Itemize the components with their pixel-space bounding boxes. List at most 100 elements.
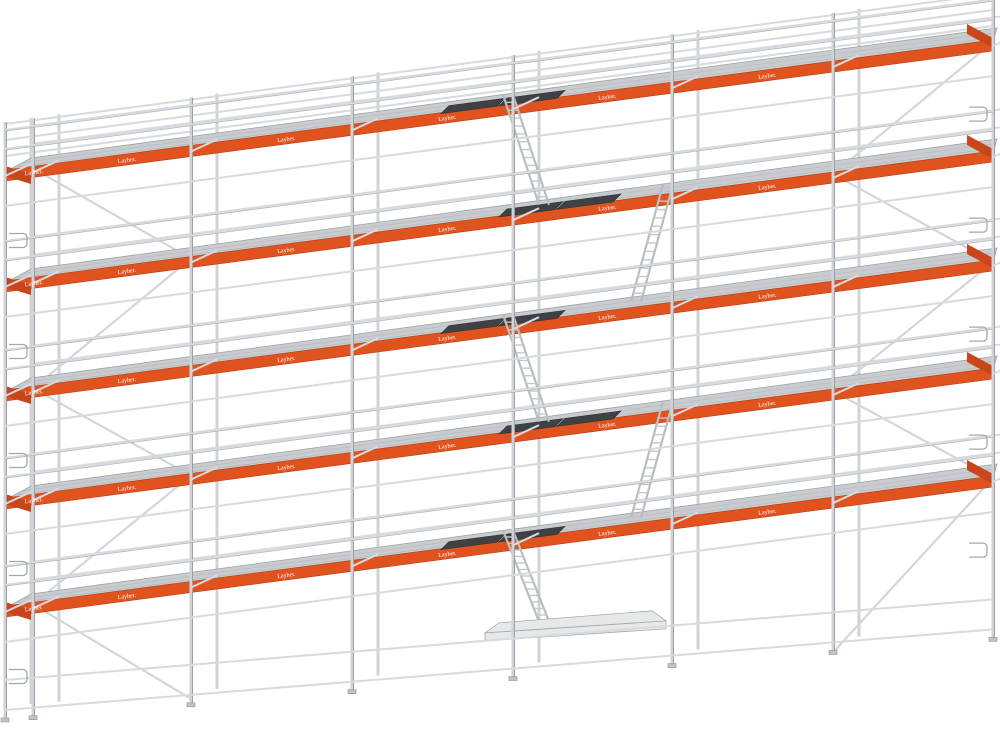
frame-handle <box>969 542 988 558</box>
transom <box>351 337 379 352</box>
brand-label: Layher. <box>277 572 296 580</box>
transom <box>992 261 1000 267</box>
brand-label: Layher. <box>598 94 617 102</box>
transom <box>351 445 379 460</box>
base-jack <box>347 689 357 694</box>
front-guard-rail <box>4 346 994 478</box>
frame-handle <box>969 434 988 450</box>
toe-board-end <box>5 166 31 184</box>
brand-label: Layher. <box>277 247 296 255</box>
diagonal-brace <box>832 390 994 479</box>
transom <box>832 274 860 288</box>
base-jack <box>828 650 838 655</box>
front-guard-rail-edge <box>4 220 994 352</box>
base-jack <box>28 715 38 721</box>
transom <box>32 595 60 610</box>
brand-label: Layher. <box>598 530 617 538</box>
transom <box>671 186 699 201</box>
brand-label: Layher. <box>24 280 43 288</box>
transom <box>832 165 860 179</box>
ledger <box>4 186 994 318</box>
base-platform <box>483 610 668 634</box>
brand-label: Layher. <box>598 205 617 213</box>
transom <box>512 96 540 111</box>
brand-labels: Layher. Layher. Layher. Layher. Layher. Layhe… <box>24 72 777 613</box>
transom <box>992 41 1000 47</box>
toe-board-end <box>5 277 31 295</box>
transom <box>351 553 379 568</box>
front-guard-rail <box>4 110 994 242</box>
ground-ledger <box>4 598 994 681</box>
front-guard-rail-edge <box>4 130 994 262</box>
brand-label: Layher. <box>24 605 43 613</box>
transom <box>512 316 540 331</box>
brand-label: Layher. <box>24 169 43 177</box>
frame-handle <box>9 668 28 685</box>
brand-label: Layher. <box>758 508 777 516</box>
ledger <box>4 403 994 535</box>
transom <box>351 228 379 243</box>
brand-label: Layher. <box>758 183 777 191</box>
brand-label: Layher. <box>438 335 457 343</box>
brand-label: Layher. <box>277 464 296 472</box>
transom <box>32 379 60 394</box>
brand-label: Layher. <box>438 115 457 123</box>
transom <box>4 491 32 505</box>
toe-board-end <box>967 352 993 376</box>
transom <box>992 477 1000 483</box>
front-guard-rail-edge <box>4 436 994 568</box>
front-guard-rail <box>4 219 994 351</box>
brand-label: Layher. <box>117 157 136 165</box>
transom <box>32 159 60 174</box>
base-jack <box>508 676 518 681</box>
transom <box>4 274 32 288</box>
back-guard-rail <box>30 451 1000 581</box>
base-jack <box>0 717 10 723</box>
transom <box>832 490 860 504</box>
transom <box>671 75 699 90</box>
transom <box>32 270 60 285</box>
toe-board-end <box>5 386 31 404</box>
frame-handle <box>9 343 28 360</box>
front-guard-rail-edge <box>4 328 994 460</box>
brand-label: Layher. <box>117 377 136 385</box>
brand-label: Layher. <box>117 268 136 276</box>
front-guard-rail-edge <box>4 111 994 243</box>
transom <box>671 295 699 310</box>
brand-label: Layher. <box>277 356 296 364</box>
diagonal-braces <box>32 41 994 700</box>
diagonal-brace <box>832 173 994 263</box>
transom <box>4 383 32 397</box>
base-jack <box>667 663 677 668</box>
front-guard-rail-edge <box>4 455 994 587</box>
brand-label: Layher. <box>598 314 617 322</box>
brand-label: Layher. <box>24 497 43 505</box>
toe-board-end <box>967 460 993 484</box>
access-hatch <box>556 193 622 210</box>
diagonal-brace <box>832 41 994 175</box>
ground-ledger <box>4 628 994 711</box>
base-jack <box>988 637 998 642</box>
transom <box>190 574 218 589</box>
transom <box>32 487 60 502</box>
deck-levels <box>4 24 998 620</box>
front-guard-rail <box>4 454 994 586</box>
brand-label: Layher. <box>758 400 777 408</box>
transom <box>351 117 379 132</box>
top-guard-rail <box>4 25 994 157</box>
ledger <box>4 75 994 207</box>
transom <box>992 152 1000 158</box>
top-guard-rail <box>4 0 956 125</box>
diagonal-brace <box>32 603 192 700</box>
front-guard-rail-edge <box>4 347 994 479</box>
toe-board-end <box>967 24 993 48</box>
frame-handle <box>9 232 28 249</box>
transom <box>671 403 699 418</box>
brand-label: Layher. <box>438 226 457 234</box>
frame-handle <box>9 452 28 469</box>
transom <box>190 358 218 373</box>
top-guard-rail <box>4 9 994 141</box>
front-guard-rail <box>4 18 994 150</box>
front-guard-rail <box>4 0 994 131</box>
